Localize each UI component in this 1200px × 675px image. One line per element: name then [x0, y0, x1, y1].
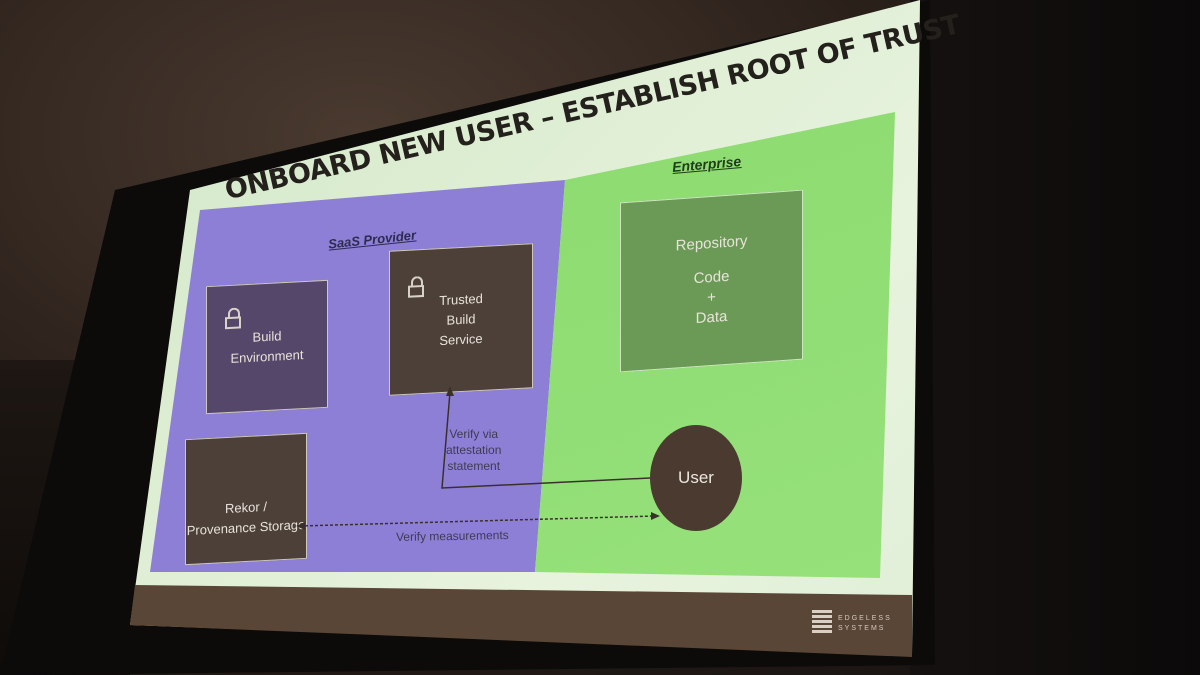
attestation-arrowhead — [446, 386, 454, 396]
room-wall-right — [910, 0, 1200, 675]
verify-attestation-label: Verify via attestation statement — [446, 426, 501, 474]
measurements-arrowhead-left — [296, 522, 305, 530]
logo-text: EDGELESS SYSTEMS — [838, 614, 892, 634]
verify-measurements-label: Verify measurements — [395, 528, 509, 544]
user-node: User — [650, 425, 742, 531]
logo-text-line-2: SYSTEMS — [838, 625, 886, 632]
measurements-connector — [299, 515, 656, 527]
attestation-connector — [441, 391, 651, 489]
verify-attestation-line-1: Verify via — [449, 427, 499, 441]
logo-text-line-1: EDGELESS — [838, 615, 892, 622]
verify-attestation-line-2: attestation — [446, 443, 502, 457]
verify-attestation-line-3: statement — [447, 459, 501, 473]
edgeless-logo-icon — [812, 610, 832, 638]
measurements-arrowhead-right — [651, 512, 660, 520]
